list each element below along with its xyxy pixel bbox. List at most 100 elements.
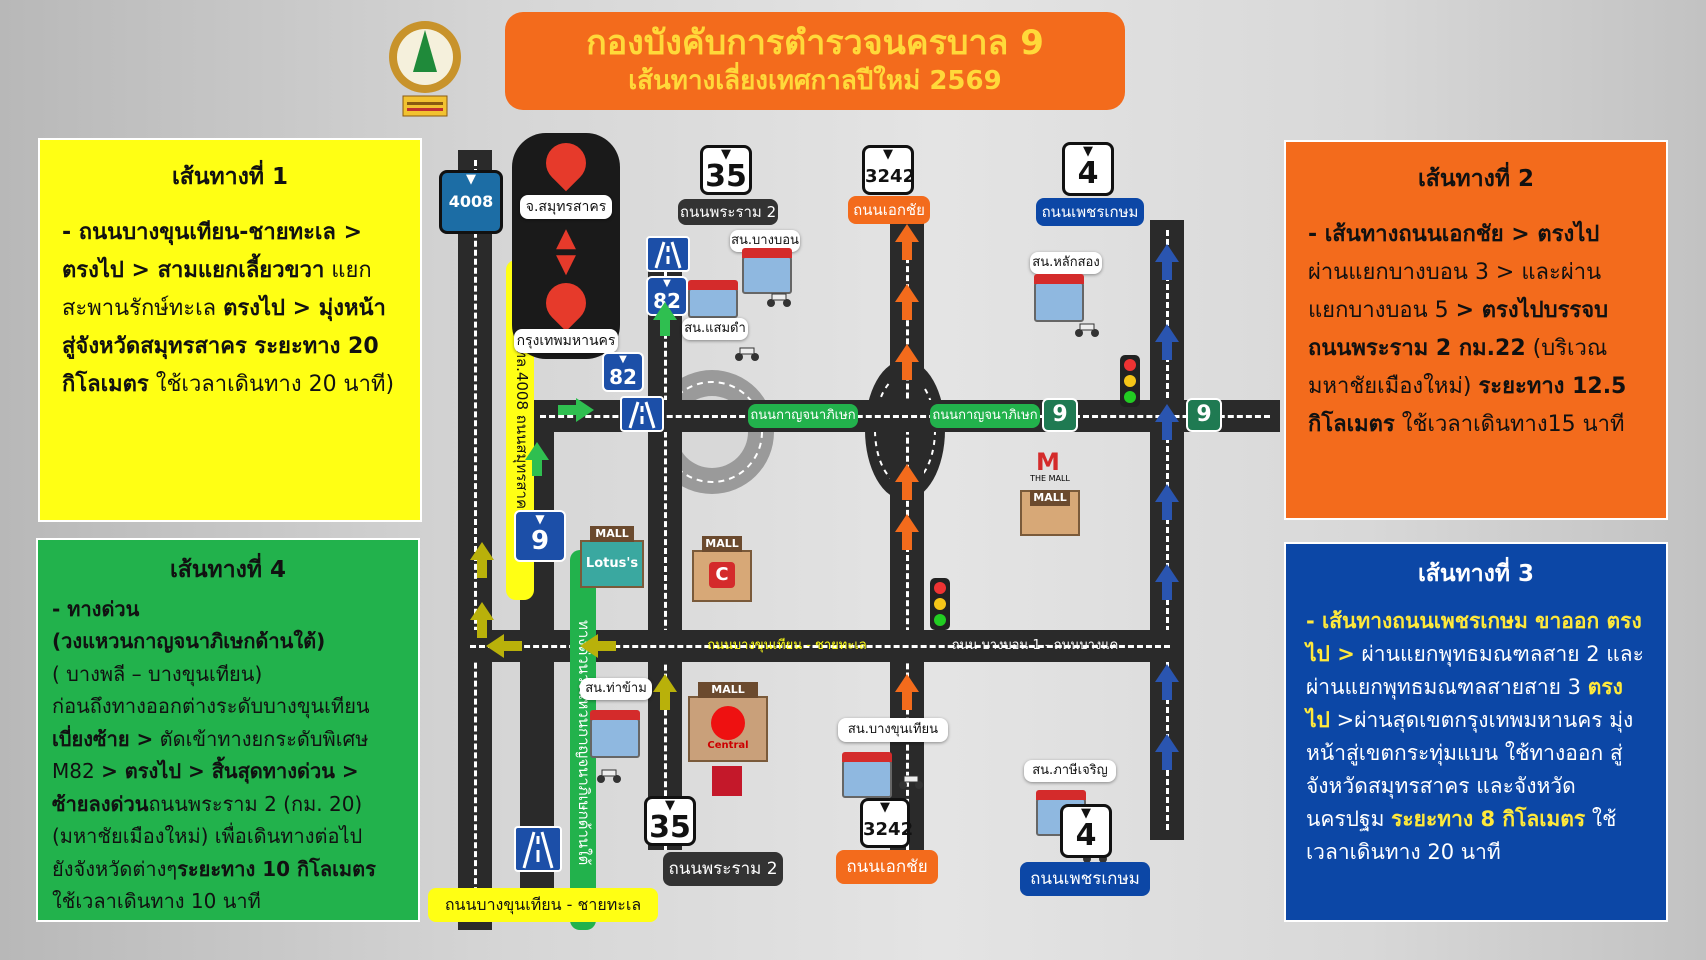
mall-tag: MALL [590, 526, 634, 542]
shield-icon: ▼ [1083, 144, 1093, 159]
direction-arrows [470, 224, 1179, 770]
sign-3242-top: ▼ 3242 [862, 145, 916, 195]
lane-marking [664, 270, 667, 850]
route-4-line: ซ้ายลงด่วน [52, 791, 149, 816]
route-2-distance: ระยะทาง 12.5 กิโลเมตร [1308, 374, 1627, 437]
central-mall-icon: MALL Central [688, 682, 768, 762]
route-3-box: เส้นทางที่ 3 - เส้นทางถนนเพชรเกษม ขาออก … [1284, 542, 1668, 922]
route-2-bold: - เส้นทางถนนเอกชัย > ตรงไป [1308, 222, 1600, 247]
route-2-title: เส้นทางที่ 2 [1417, 166, 1535, 192]
label-station-laksong: สน.หลักสอง [1030, 252, 1102, 274]
sign-9-left: ▼ 9 [514, 510, 566, 562]
route-2-text: - เส้นทางถนนเอกชัย > ตรงไป ผ่านแยกบางบอน… [1308, 216, 1644, 444]
route-2-time: ใช้เวลาเดินทาง15 นาที [1401, 412, 1625, 437]
sign-35-bottom-marker: ▼ 35 [644, 796, 696, 846]
shield-icon: ▼ [466, 172, 476, 187]
label-station-thakham: สน.ท่าข้าม [580, 678, 652, 700]
sign-9-right: 9 [1186, 398, 1222, 432]
route-3-normal: ผ่านแยกพุทธมณฑลสาย 2 และผ่านแยกพุทธมณฑลส… [1306, 642, 1644, 699]
sign-9-mid: 9 [1042, 398, 1078, 432]
route-3-highlight: - เส้นทางถนนเพชรเกษม ขาออก ตรงไป > [1306, 609, 1642, 666]
route-3-text: - เส้นทางถนนเพชรเกษม ขาออก ตรงไป > ผ่านแ… [1306, 605, 1646, 869]
label-phetkasem-bottom: ถนนเพชรเกษม [1020, 862, 1150, 896]
route-4-line: เบี่ยงซ้าย > [52, 726, 154, 751]
label-bangbon: ถนน บางบอน 1 - ถนนบางแค [951, 638, 1119, 653]
route-3-distance: ระยะทาง 8 กิโลเมตร [1391, 807, 1586, 831]
label-kanchana-2: ถนนกาญจนาภิเษก [930, 404, 1040, 428]
route-1-bold: - ถนนบางขุนเทียน-ชายทะเล > ตรงไป > สามแย… [62, 220, 362, 283]
lane-marking [474, 160, 477, 920]
label-kanchana-1: ถนนกาญจนาภิเษก [748, 404, 858, 428]
police-motorcycle-icon [766, 288, 792, 308]
central-label: Central [707, 740, 749, 751]
route-3-normal: >ผ่านสุดเขตกรุงเทพมหานคร มุ่งหน้าสู่เขตก… [1306, 708, 1634, 831]
route-1-time: ใช้เวลาเดินทาง 20 นาที) [155, 372, 395, 397]
sign-4-top: ▼ 4 [1062, 142, 1114, 196]
label-rama2-bottom: ถนนพระราม 2 [663, 852, 783, 886]
label-road-ring: ทางด่วนวงแหวนกาญจนาภิเษกด้านใต้ [570, 550, 596, 930]
mall-tag: MALL [1030, 490, 1070, 506]
central-banner-icon [712, 766, 742, 796]
sign-35-number: 35 [705, 159, 747, 194]
sign-3242-number: 3242 [863, 819, 914, 840]
sign-82-lower: ▼ 82 [602, 352, 644, 392]
shield-icon: ▼ [1081, 806, 1091, 821]
c-logo-icon: C [709, 562, 735, 588]
route-2-normal: ผ่านแยกบางบอน 3 > และผ่าน แยกบางบอน 5 [1308, 260, 1602, 323]
two-way-arrow-icon: ▲▼ [556, 223, 576, 279]
expressway-icon [514, 826, 562, 872]
sign-9-number: 9 [530, 526, 550, 556]
label-station-samaedam: สน.แสมดำ [682, 318, 748, 340]
the-mall-logo-icon: M [1036, 448, 1060, 476]
route-4-box: เส้นทางที่ 4 - ทางด่วน (วงแหวนกาญจนาภิเษ… [36, 538, 420, 922]
sign-82-upper: ▼ 82 [646, 276, 688, 316]
police-emblem-logo [385, 12, 465, 122]
route-4-text: - ทางด่วน (วงแหวนกาญจนาภิเษกด้านใต้) ( บ… [52, 593, 404, 918]
route-1-text: - ถนนบางขุนเทียน-ชายทะเล > ตรงไป > สามแย… [62, 214, 398, 404]
police-motorcycle-icon [734, 342, 760, 362]
traffic-light-icon [1120, 355, 1140, 407]
shield-icon: ▼ [721, 147, 731, 162]
route-4-line: ใช้เวลาเดินทาง 10 นาที [52, 889, 261, 913]
route-2-bold: > ตรงไปบรรจบ ถนนพระราม 2 กม.22 [1308, 298, 1609, 361]
sign-82-number: 82 [609, 365, 637, 389]
route-4-line: ระยะทาง 10 กิโลเมตร [177, 856, 376, 881]
route-4-line: M82 [52, 759, 102, 783]
lane-marking [470, 645, 1170, 648]
label-samut-sakhon: จ.สมุทรสาคร [520, 195, 612, 219]
central-logo-icon [711, 706, 745, 740]
police-station-icon [742, 248, 792, 294]
expressway-icon [646, 236, 690, 272]
route-4-line: (วงแหวนกาญจนาภิเษกด้านใต้) [52, 629, 326, 653]
mall-tag: MALL [702, 536, 742, 552]
header-subtitle: เส้นทางเลี่ยงเทศกาลปีใหม่ 2569 [628, 66, 1002, 96]
sign-3242-number: 3242 [865, 166, 916, 187]
shield-icon: ▼ [619, 354, 627, 365]
shield-icon: ▼ [883, 147, 893, 162]
sign-4-bottom: ▼ 4 [1060, 804, 1112, 858]
shield-icon: ▼ [663, 278, 671, 289]
sign-4-number: 4 [1075, 818, 1097, 853]
route-4-line: > ตรงไป > สิ้นสุดทางด่วน > [101, 759, 359, 783]
route-3-highlight: ตรงไป [1306, 675, 1623, 732]
route-4-line: ตัดเข้าทางยกระดับพิเศษ [153, 726, 369, 751]
mall-tag: MALL [698, 682, 758, 698]
route-2-box: เส้นทางที่ 2 - เส้นทางถนนเอกชัย > ตรงไป … [1284, 140, 1668, 520]
lane-marking [1166, 230, 1169, 830]
route-4-line: ยังจังหวัดต่างๆ [52, 856, 178, 881]
route-1-normal: แยกสะพานรักษ์ทะเล [62, 258, 372, 321]
sign-35-number: 35 [649, 810, 691, 845]
mall-c-icon: MALL C [692, 536, 752, 602]
label-rama2-top: ถนนพระราม 2 [678, 199, 778, 225]
label-station-bangbon: สน.บางบอน [730, 230, 800, 252]
label-bangkok: กรุงเทพมหานคร [514, 329, 618, 353]
province-direction-capsule: จ.สมุทรสาคร ▲▼ กรุงเทพมหานคร [512, 133, 620, 359]
header-title: กองบังคับการตำรวจนครบาล 9 [586, 23, 1044, 63]
header-banner: กองบังคับการตำรวจนครบาล 9 เส้นทางเลี่ยงเ… [505, 12, 1125, 110]
sign-35-top: ▼ 35 [700, 145, 752, 195]
route-map: ทล.4008 ถนนสมุทรสาคร ทางด่วนวงแหวนกาญจนา… [430, 130, 1280, 930]
label-ekkachai-bottom: ถนนเอกชัย [836, 850, 938, 884]
route-3-time: ใช้เวลาเดินทาง 20 นาที [1306, 807, 1617, 864]
route-4-line: ก่อนถึงทางออกต่างระดับบางขุนเทียน [52, 694, 370, 718]
police-station-icon [1034, 274, 1084, 322]
